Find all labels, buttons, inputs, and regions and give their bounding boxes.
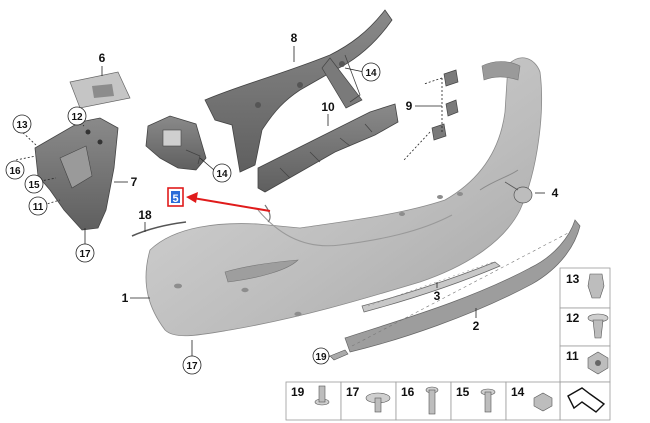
legend-cell-15[interactable]: 15	[450, 381, 507, 421]
svg-text:14: 14	[511, 385, 525, 399]
callout-17-bumper: 17	[182, 355, 202, 375]
svg-text:14: 14	[365, 68, 377, 79]
screw-19-diagram	[329, 349, 349, 361]
svg-text:11: 11	[566, 349, 579, 363]
cap	[504, 181, 533, 204]
svg-text:12: 12	[566, 311, 580, 325]
callout-19: 19	[312, 347, 330, 365]
trim-cover	[69, 71, 131, 109]
callout-18: 18	[138, 208, 152, 222]
svg-text:5: 5	[172, 193, 178, 205]
svg-text:19: 19	[291, 385, 305, 399]
legend-cell-13[interactable]: 13	[559, 267, 611, 309]
trim-strip	[361, 261, 501, 313]
callout-14-bracket: 14	[212, 163, 232, 183]
svg-text:13: 13	[16, 120, 28, 131]
callout-8: 8	[291, 31, 298, 45]
bumper-carrier	[204, 9, 393, 173]
callout-1: 1	[122, 291, 129, 305]
legend-cell-12[interactable]: 12	[559, 307, 611, 347]
svg-text:16: 16	[401, 385, 415, 399]
callout-4: 4	[552, 186, 559, 200]
callout-15: 15	[24, 174, 44, 194]
callout-labels: 8 6 10 9 4 7 1 3 2 18 14 14 12 13 16	[5, 31, 559, 375]
energy-absorber	[257, 103, 399, 193]
callout-6: 6	[99, 51, 106, 65]
clips	[431, 69, 459, 141]
mounting-bracket	[145, 115, 207, 171]
svg-text:14: 14	[216, 169, 228, 180]
callout-13: 13	[12, 114, 32, 134]
bumper-cover	[145, 57, 542, 337]
callout-17-bracket: 17	[75, 243, 95, 263]
side-bracket	[34, 117, 119, 231]
svg-text:13: 13	[566, 272, 580, 286]
trim-piece-18	[131, 221, 187, 237]
svg-text:19: 19	[315, 352, 327, 363]
svg-text:17: 17	[346, 385, 360, 399]
legend-cell-17[interactable]: 17	[340, 381, 397, 421]
callout-3: 3	[434, 289, 441, 303]
callout-9: 9	[406, 99, 413, 113]
callout-2: 2	[473, 319, 480, 333]
fastener-legend: 13 12 11 19 17	[285, 267, 611, 421]
legend-cell-11[interactable]: 11	[559, 345, 611, 383]
diffuser	[344, 219, 581, 353]
legend-cell-16[interactable]: 16	[395, 381, 452, 421]
svg-text:17: 17	[79, 249, 91, 260]
svg-text:17: 17	[186, 361, 198, 372]
svg-text:11: 11	[33, 202, 44, 213]
callout-7: 7	[131, 175, 138, 189]
svg-text:16: 16	[9, 166, 21, 177]
callout-10: 10	[321, 100, 335, 114]
legend-cell-arrow	[559, 381, 611, 421]
callout-14-top: 14	[361, 62, 381, 82]
callout-5-highlighted[interactable]: 5	[167, 187, 184, 207]
highlight-arrow	[186, 192, 271, 212]
svg-text:12: 12	[71, 112, 83, 123]
callout-11: 11	[28, 196, 48, 216]
callout-16: 16	[5, 160, 25, 180]
legend-cell-14[interactable]: 14	[505, 381, 561, 421]
svg-text:15: 15	[456, 385, 470, 399]
callout-12: 12	[67, 106, 87, 126]
svg-text:15: 15	[28, 180, 40, 191]
legend-cell-19[interactable]: 19	[285, 381, 342, 421]
